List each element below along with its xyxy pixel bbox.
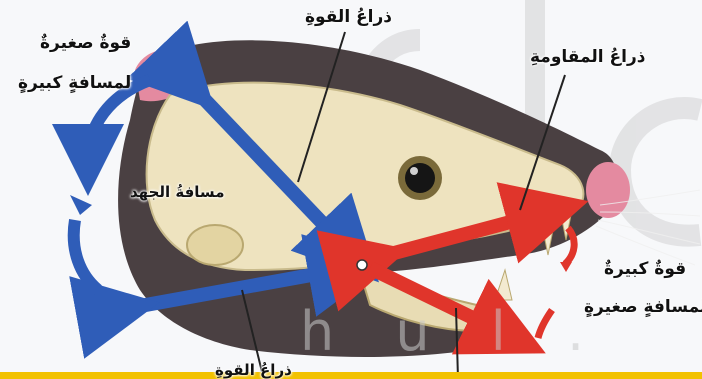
label-resistance-arm: ذراعُ المقاومةِ xyxy=(530,48,646,68)
label-short-distance: لمسافةٍ صغيرةٍ xyxy=(584,298,702,318)
label-power-arm: ذراعُ القوةِ xyxy=(305,8,392,28)
label-effort-distance: مسافةُ الجهد xyxy=(130,184,224,201)
rotation-arrow-bottom xyxy=(74,220,98,290)
label-large-force: قوةٌ كبيرةٌ xyxy=(604,260,686,280)
bottom-bar xyxy=(0,372,702,379)
ear-bulla xyxy=(187,225,243,265)
eye xyxy=(405,163,435,193)
label-bottom: ذراعُ القوةِ xyxy=(215,362,292,379)
label-long-distance: لمسافةٍ كبيرةٍ xyxy=(18,74,131,94)
lower-canine xyxy=(495,270,512,300)
nose-shape xyxy=(586,162,630,218)
fulcrum-point xyxy=(357,260,367,270)
watermark-text: h u l . xyxy=(300,300,606,363)
label-small-force: قوةٌ صغيرةٌ xyxy=(40,34,131,54)
